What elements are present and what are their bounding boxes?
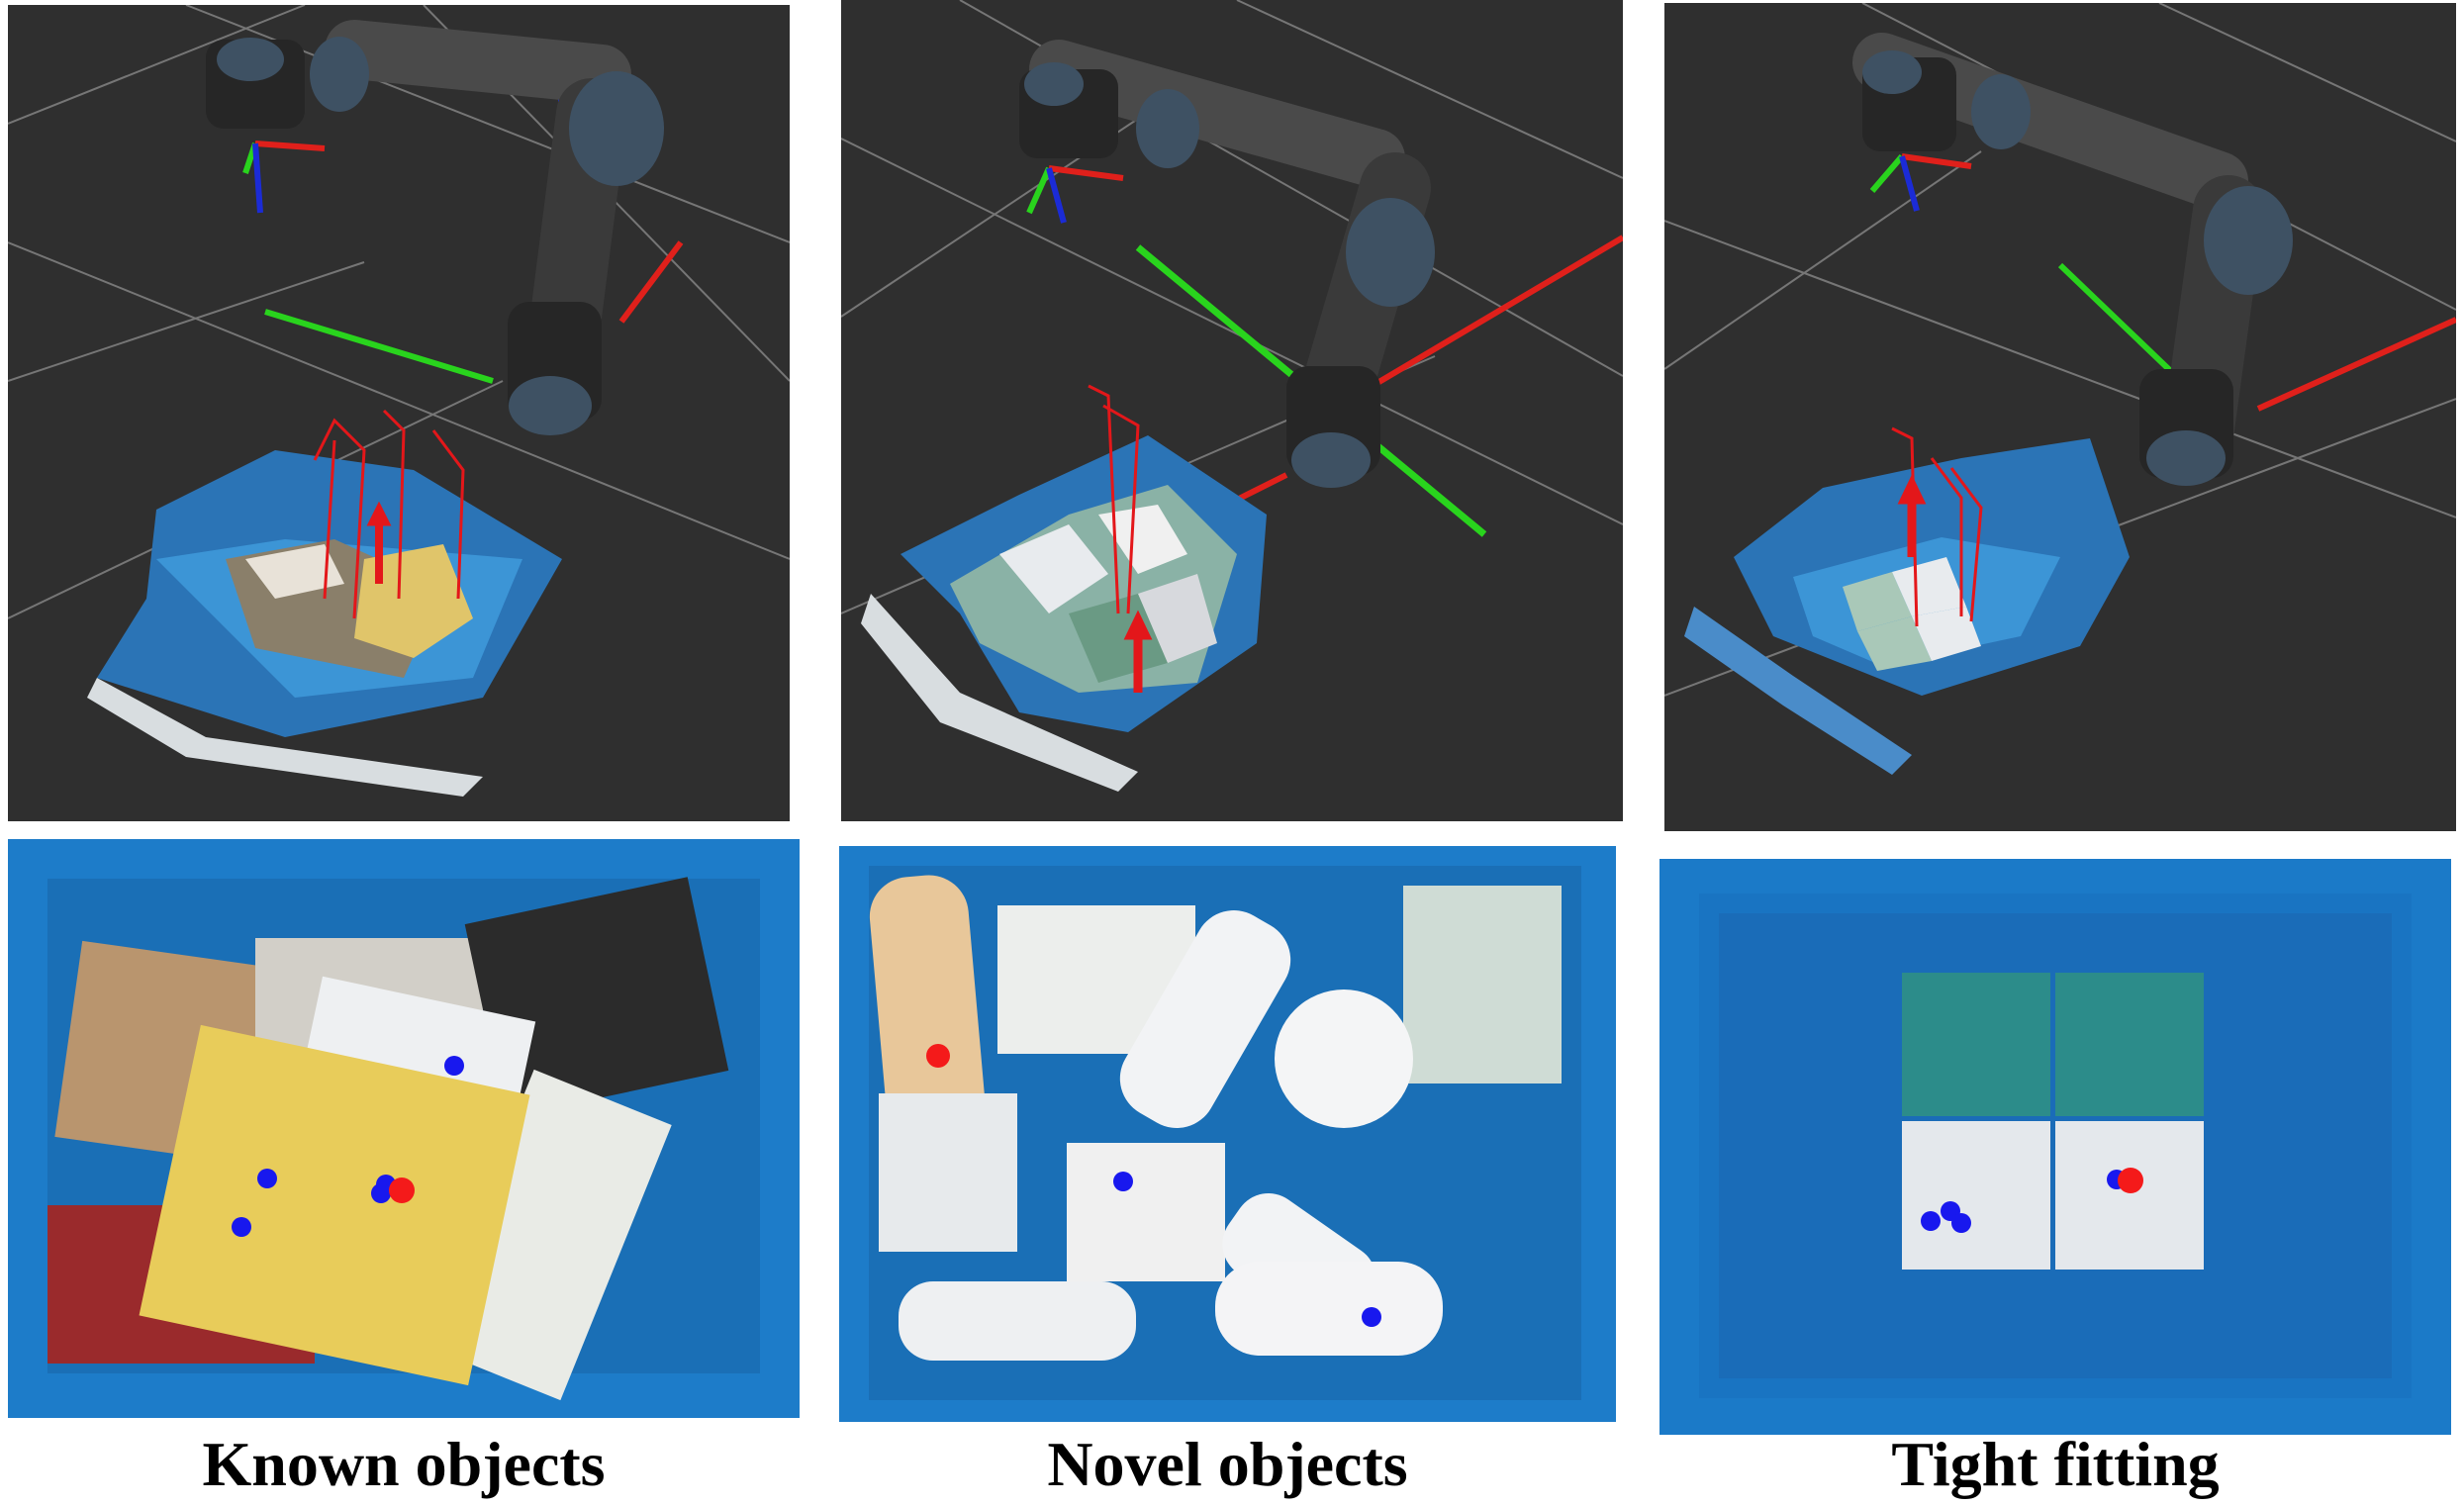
rviz-scene-novel: [841, 0, 1623, 792]
point-cloud-bin: [1684, 438, 2130, 775]
object-bottle: [1119, 910, 1291, 1128]
object-box: [879, 1093, 1017, 1252]
bin-photo-known: [8, 839, 800, 1418]
point-cloud-bin: [861, 435, 1267, 792]
grasp-point-marker-icon: [1951, 1213, 1971, 1233]
grasp-point-marker-icon: [232, 1217, 251, 1237]
object-box: [2055, 1121, 2204, 1270]
object-dark-box: [464, 877, 729, 1118]
object-bottle: [869, 875, 988, 1164]
coordinate-axes-icon: [242, 141, 326, 214]
object-box: [1902, 973, 2050, 1116]
object-box: [1902, 1121, 2050, 1270]
robot-arm-icon: [206, 20, 684, 435]
grasp-point-marker-icon: [389, 1177, 415, 1203]
caption-known-objects: Known objects: [202, 1429, 606, 1499]
rviz-view-tight: [1664, 3, 2456, 831]
bin-photo-tight: [1659, 859, 2451, 1435]
grasp-point-marker-icon: [371, 1183, 391, 1203]
bin-photo-novel: [839, 846, 1616, 1422]
grasp-point-marker-icon: [1362, 1307, 1381, 1327]
object-bottle: [899, 1281, 1136, 1361]
rviz-view-known: [8, 5, 790, 821]
grasp-point-marker-icon: [1113, 1172, 1133, 1191]
grasp-pose-arrow-icon: [313, 409, 465, 619]
grasp-point-marker-icon: [926, 1044, 950, 1068]
point-cloud-bin: [87, 450, 562, 797]
object-bowl: [1275, 989, 1413, 1128]
object-yellow-box: [139, 1024, 530, 1386]
bin-photo-known-scene: [8, 839, 800, 1418]
rviz-scene-known: [8, 5, 790, 797]
robot-arm-icon: [1852, 33, 2456, 486]
grasp-point-marker-icon: [444, 1056, 464, 1076]
caption-novel-objects: Novel objects: [1047, 1429, 1408, 1499]
grasp-point-marker-icon: [2118, 1168, 2143, 1193]
robot-arm-icon: [1019, 40, 1623, 537]
grasp-pose-arrow-icon: [1088, 384, 1153, 693]
coordinate-axes-icon: [1869, 153, 1972, 212]
bin-photo-novel-scene: [839, 846, 1616, 1422]
rviz-view-novel: [841, 0, 1623, 821]
grasp-point-marker-icon: [1921, 1211, 1941, 1231]
bin-photo-tight-scene: [1659, 859, 2451, 1435]
object-tall-box: [423, 1069, 672, 1401]
grasp-point-marker-icon: [257, 1169, 277, 1188]
object-bottle: [1215, 1262, 1443, 1356]
rviz-scene-tight: [1664, 3, 2456, 775]
object-box: [1403, 886, 1562, 1083]
caption-tight-fitting: Tight fitting: [1891, 1429, 2220, 1499]
grasp-pose-arrow-icon: [1891, 426, 1983, 627]
object-box: [2055, 973, 2204, 1116]
coordinate-axes-icon: [1026, 165, 1124, 224]
object-box: [1067, 1143, 1225, 1281]
